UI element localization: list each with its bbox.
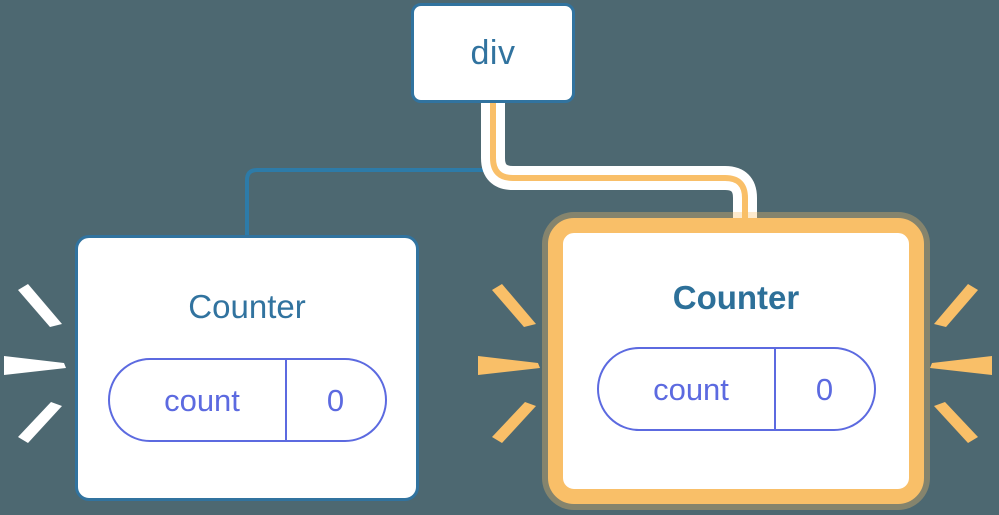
spark-cluster-middle [478, 284, 540, 443]
state-name-left: count [164, 382, 240, 418]
spark-upper-icon [492, 284, 536, 327]
state-value-left: 0 [284, 360, 385, 440]
state-name-right: count [653, 371, 729, 407]
spark-middle-icon [4, 356, 66, 375]
node-div-title: div [470, 34, 516, 72]
spark-middle-icon [930, 356, 992, 375]
spark-lower-icon [18, 402, 62, 443]
state-value-right: 0 [773, 349, 874, 429]
state-pill-left[interactable]: count 0 [107, 358, 387, 442]
spark-lower-icon [934, 402, 978, 443]
node-counter-right[interactable]: Counter count 0 [548, 218, 924, 504]
spark-upper-icon [934, 284, 978, 327]
node-counter-right-title: Counter [672, 279, 800, 316]
edge-div-to-counter-left [245, 101, 495, 240]
node-counter-left-title: Counter [188, 288, 306, 325]
spark-middle-icon [478, 356, 540, 375]
node-div[interactable]: div [411, 3, 575, 103]
spark-cluster-left [4, 284, 66, 443]
spark-lower-icon [492, 402, 536, 443]
spark-cluster-right [930, 284, 992, 443]
node-counter-left[interactable]: Counter count 0 [75, 235, 419, 501]
spark-upper-icon [18, 284, 62, 327]
state-pill-right[interactable]: count 0 [596, 347, 876, 431]
